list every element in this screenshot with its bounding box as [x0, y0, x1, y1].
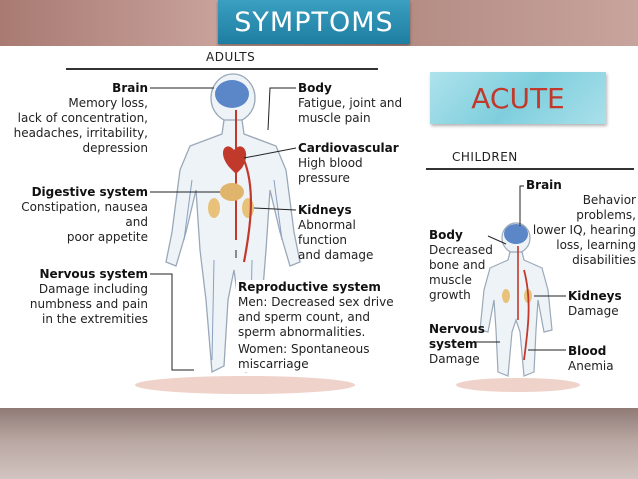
leader-adult-nervous [150, 273, 194, 371]
adult-cardio-line: pressure [298, 171, 350, 185]
adult-repro-title: Reproductive system [238, 280, 381, 294]
child-nervous-title: system [429, 337, 478, 351]
adult-brain-icon [215, 80, 249, 108]
adult-heart-icon [222, 146, 247, 174]
child-blood-line: Anemia [568, 359, 614, 373]
child-blood-label: Blood Anemia [568, 344, 636, 374]
adult-cardio-line: High blood [298, 156, 363, 170]
adult-brain-title: Brain [112, 81, 148, 95]
child-nervous-label: Nervous system Damage [429, 322, 499, 367]
adult-nervous-title: Nervous system [39, 267, 148, 281]
adult-cardio-label: Cardiovascular High blood pressure [298, 141, 428, 186]
child-body-line: bone and [429, 258, 486, 272]
child-nervous-line: Damage [429, 352, 480, 366]
adult-kidneys-label: Kidneys Abnormal function and damage [298, 203, 428, 263]
child-brain-line: lower IQ, hearing [532, 223, 636, 237]
child-kidneys-title: Kidneys [568, 289, 622, 303]
adult-body-line: Fatigue, joint and [298, 96, 403, 110]
child-body-line: growth [429, 288, 471, 302]
adult-kidneys-line: Abnormal [298, 218, 356, 232]
child-body-label: Body Decreased bone and muscle growth [429, 228, 499, 303]
adult-kidneys-line: and damage [298, 248, 374, 262]
children-header: CHILDREN [452, 150, 518, 164]
adult-nervous-line: Damage including [38, 282, 148, 296]
child-blood-title: Blood [568, 344, 607, 358]
adult-repro-men-line: Men: Decreased sex drive [238, 295, 394, 309]
slide-title: SYMPTOMS [218, 0, 410, 44]
adult-body-title: Body [298, 81, 332, 95]
child-artery-icon [523, 269, 530, 361]
child-floor-shadow [456, 378, 580, 392]
adult-digestive-line: poor appetite [66, 230, 148, 244]
adult-brain-line: headaches, irritability, [13, 126, 148, 140]
adult-repro-label: Reproductive system Men: Decreased sex d… [236, 280, 415, 372]
adults-header: ADULTS [206, 50, 256, 64]
child-body-title: Body [429, 228, 463, 242]
child-brain-line: disabilities [572, 253, 636, 267]
child-body-line: Decreased [429, 243, 493, 257]
adult-repro-women-line: miscarriage [238, 357, 309, 371]
adult-brain-line: Memory loss, [68, 96, 148, 110]
child-kidneys-label: Kidneys Damage [568, 289, 636, 319]
child-brain-icon [504, 224, 528, 244]
adult-brain-line: lack of concentration, [17, 111, 148, 125]
child-kidneys-line: Damage [568, 304, 619, 318]
adult-artery-icon [242, 159, 252, 263]
adult-brain-line: depression [82, 141, 148, 155]
child-body-line: muscle [429, 273, 472, 287]
adult-digestive-line: Constipation, nausea and [21, 200, 148, 229]
adult-stomach-icon [220, 183, 244, 201]
adult-repro-men-line: and sperm count, and [238, 310, 370, 324]
adult-repro-men-line: sperm abnormalities. [238, 325, 366, 339]
adult-floor-shadow [135, 376, 355, 394]
adult-body-label: Body Fatigue, joint and muscle pain [298, 81, 428, 126]
child-brain-title: Brain [526, 178, 562, 192]
child-brain-label: Brain Behavior problems, lower IQ, heari… [526, 178, 636, 268]
adult-cardio-title: Cardiovascular [298, 141, 399, 155]
leader-adult-body [267, 87, 296, 131]
adults-header-rule [66, 68, 378, 70]
child-nervous-title: Nervous [429, 322, 485, 336]
children-header-rule [426, 168, 634, 170]
adult-kidney-right-icon [242, 198, 254, 218]
adult-digestive-title: Digestive system [31, 185, 148, 199]
adult-kidneys-title: Kidneys [298, 203, 352, 217]
bottom-decor-band [0, 408, 638, 479]
adult-nervous-line: numbness and pain [29, 297, 148, 311]
adult-nerve-icon [183, 179, 283, 361]
acute-badge: ACUTE [430, 72, 606, 124]
leader-adult-kidneys [253, 207, 297, 211]
adult-digestive-label: Digestive system Constipation, nausea an… [0, 185, 148, 245]
child-kidney-left-icon [502, 289, 510, 303]
leader-child-brain [519, 185, 524, 226]
adult-nervous-line: in the extremities [42, 312, 148, 326]
leader-adult-cardio [243, 147, 297, 159]
adult-kidney-left-icon [208, 198, 220, 218]
adult-repro-women-line: Women: Spontaneous [238, 342, 370, 356]
leader-child-body [487, 235, 507, 245]
adult-brain-label: Brain Memory loss, lack of concentration… [0, 81, 148, 156]
child-brain-line: Behavior problems, [576, 193, 636, 222]
adult-nervous-label: Nervous system Damage including numbness… [0, 267, 148, 327]
adult-body-line: muscle pain [298, 111, 371, 125]
child-brain-line: loss, learning [556, 238, 636, 252]
adult-kidneys-line: function [298, 233, 348, 247]
